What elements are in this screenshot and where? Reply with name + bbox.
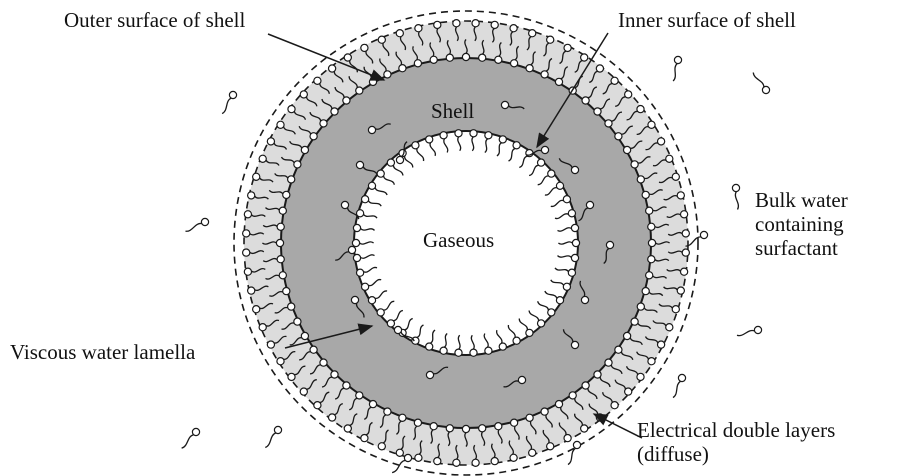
viscous-lamella-label: Viscous water lamella	[10, 340, 195, 364]
bulk-surfactant	[222, 91, 236, 113]
inner-surface-label: Inner surface of shell	[618, 8, 796, 32]
bulk-water-line-1: Bulk water	[755, 188, 895, 212]
bulk-surfactant	[732, 184, 739, 209]
outer-surface-label: Outer surface of shell	[64, 8, 245, 32]
bulk-surfactant	[186, 218, 209, 231]
gaseous-label: Gaseous	[423, 228, 494, 252]
bulk-surfactant	[753, 73, 769, 94]
bulk-water-line-2: containing	[755, 212, 895, 236]
bulk-surfactant	[265, 426, 281, 447]
double-layers-line-1: Electrical double layers	[637, 418, 899, 442]
double-layers-label: Electrical double layers (diffuse)	[637, 418, 899, 466]
bulk-surfactant	[673, 374, 686, 397]
double-layers-line-2: (diffuse)	[637, 442, 899, 466]
bulk-surfactant	[673, 56, 682, 81]
bulk-surfactant	[568, 441, 581, 464]
bulk-water-line-3: surfactant	[755, 236, 895, 260]
bulk-water-label: Bulk water containing surfactant	[755, 188, 895, 260]
bulk-surfactant	[182, 428, 200, 448]
shell-label: Shell	[431, 99, 474, 123]
bulk-surfactant	[737, 326, 762, 335]
